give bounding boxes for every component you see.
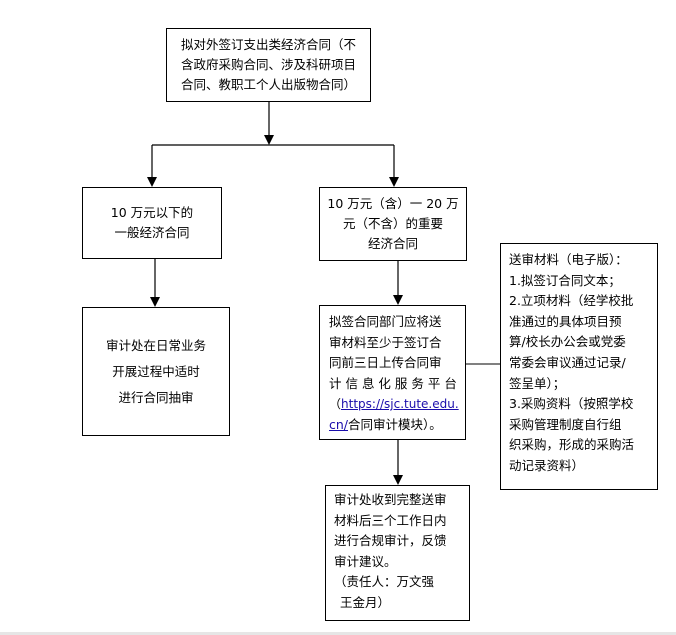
box-text-line: 算/校长办公会或党委 [509,334,626,350]
box-submission-materials: 送审材料（电子版）： 1.拟签订合同文本； 2.立项材料（经学校批 准通过的具体… [500,243,658,490]
box-initial-contract: 拟对外签订支出类经济合同（不 含政府采购合同、涉及科研项目 合同、教职工个人出版… [166,28,371,102]
box-text-line: 材料后三个工作日内 [334,512,447,528]
box-text-line: 审计建议。 [334,553,397,569]
box-text-line: 签呈单）； [509,375,566,391]
box-text-line-link: cn/合同审计模块）。 [329,415,465,436]
box-text-line: 送审材料（电子版）： [509,252,628,267]
box-text-line: 10 万元（含）一 20 万 [327,196,459,211]
box-text-line: 1.拟签订合同文本； [509,272,621,288]
box-text-line: 动记录资料） [509,457,585,473]
box-text-line: 3.采购资料（按照学校 [509,396,634,412]
box-text-line: 一般经济合同 [114,225,190,240]
bottom-rule [0,632,676,635]
box-text-line: 计 信 息 化 服 务 平 台 [329,375,457,391]
box-text-line: 开展过程中适时 [112,363,200,379]
box-text-line: 审计处收到完整送审 [334,492,447,507]
box-text-line: 进行合同抽审 [118,389,194,405]
box-text-line: 拟签合同部门应将送 [329,314,442,329]
box-text-line: （责任人：万文强 [334,574,435,589]
box-text-line: 采购管理制度自行组 [509,416,622,432]
box-compliance-audit: 审计处收到完整送审 材料后三个工作日内 进行合规审计，反馈 审计建议。 （责任人… [325,485,470,621]
link-suffix: 合同审计模块）。 [348,416,442,432]
audit-platform-link[interactable]: https://sjc.tute.edu. [341,397,459,411]
link-prefix: （ [329,397,342,411]
box-text-line: 2.立项材料（经学校批 [509,293,634,309]
box-text-line: 织采购，形成的采购活 [509,437,635,453]
box-text-line: 审材料至少于签订合 [329,334,442,350]
box-text-line: 经济合同 [367,236,418,251]
box-text-line: 同前三日上传合同审 [329,355,442,370]
box-submission-requirement: 拟签合同部门应将送 审材料至少于签订合 同前三日上传合同审 计 信 息 化 服 … [319,305,466,440]
box-spot-check-audit: 审计处在日常业务 开展过程中适时 进行合同抽审 [82,307,230,436]
box-text-line: 含政府采购合同、涉及科研项目 [180,57,356,72]
box-text-line: 合同、教职工个人出版物合同） [180,77,356,92]
box-text-line: 10 万元以下的 [110,205,194,220]
box-text-line: 准通过的具体项目预 [509,313,622,329]
box-text-line: 王金月） [340,594,391,610]
box-text-line-link: （https://sjc.tute.edu. [329,394,465,415]
box-general-contract: 10 万元以下的 一般经济合同 [82,187,222,259]
box-text-line: 元（不含）的重要 [342,216,443,231]
box-text-line: 进行合规审计，反馈 [334,533,447,548]
box-text-line: 审计处在日常业务 [105,337,206,353]
box-text-line: 常委会审议通过记录/ [509,354,626,370]
audit-platform-link-cont[interactable]: cn/ [329,416,349,432]
box-important-contract: 10 万元（含）一 20 万 元（不含）的重要 经济合同 [319,187,467,261]
box-text-line: 拟对外签订支出类经济合同（不 [180,37,356,52]
